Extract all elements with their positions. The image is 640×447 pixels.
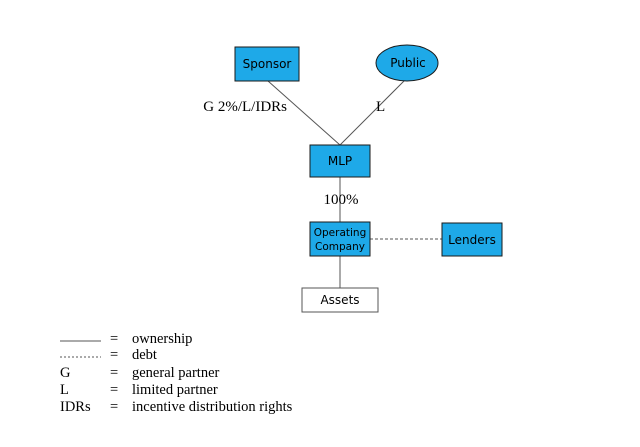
sponsor-edge-label: G 2%/L/IDRs bbox=[203, 99, 287, 115]
legend-g-meaning: general partner bbox=[132, 365, 220, 381]
legend-ownership-eq: = bbox=[110, 331, 118, 347]
legend: = ownership = debt G = general partner L… bbox=[60, 331, 293, 415]
operating-company-label-line2: Company bbox=[315, 241, 365, 253]
public-mlp-ownership-line bbox=[339, 79, 406, 146]
legend-g-eq: = bbox=[110, 365, 118, 381]
assets-node bbox=[301, 287, 379, 313]
operating-company-label-line1: Operating bbox=[314, 227, 367, 239]
legend-g-symbol: G bbox=[60, 365, 71, 381]
assets-label: Assets bbox=[320, 293, 359, 307]
sponsor-node bbox=[234, 46, 300, 82]
legend-debt-eq: = bbox=[110, 347, 118, 363]
legend-idrs-meaning: incentive distribution rights bbox=[132, 399, 293, 415]
mlp-operating-edge-label: 100% bbox=[324, 192, 359, 208]
sponsor-label: Sponsor bbox=[243, 57, 292, 71]
lenders-node bbox=[441, 222, 503, 257]
legend-l-meaning: limited partner bbox=[132, 382, 218, 398]
legend-l-symbol: L bbox=[60, 382, 69, 398]
legend-l-eq: = bbox=[110, 382, 118, 398]
lenders-label: Lenders bbox=[448, 233, 496, 247]
sponsor-mlp-ownership-line bbox=[267, 80, 341, 146]
legend-ownership-meaning: ownership bbox=[132, 331, 192, 347]
public-edge-label: L bbox=[376, 99, 385, 115]
mlp-node bbox=[309, 144, 371, 178]
operating-company-node bbox=[309, 221, 371, 257]
legend-idrs-eq: = bbox=[110, 399, 118, 415]
public-label: Public bbox=[390, 56, 426, 70]
legend-idrs-symbol: IDRs bbox=[60, 399, 91, 415]
legend-debt-meaning: debt bbox=[132, 347, 157, 363]
public-node bbox=[375, 44, 439, 82]
mlp-label: MLP bbox=[328, 154, 352, 168]
